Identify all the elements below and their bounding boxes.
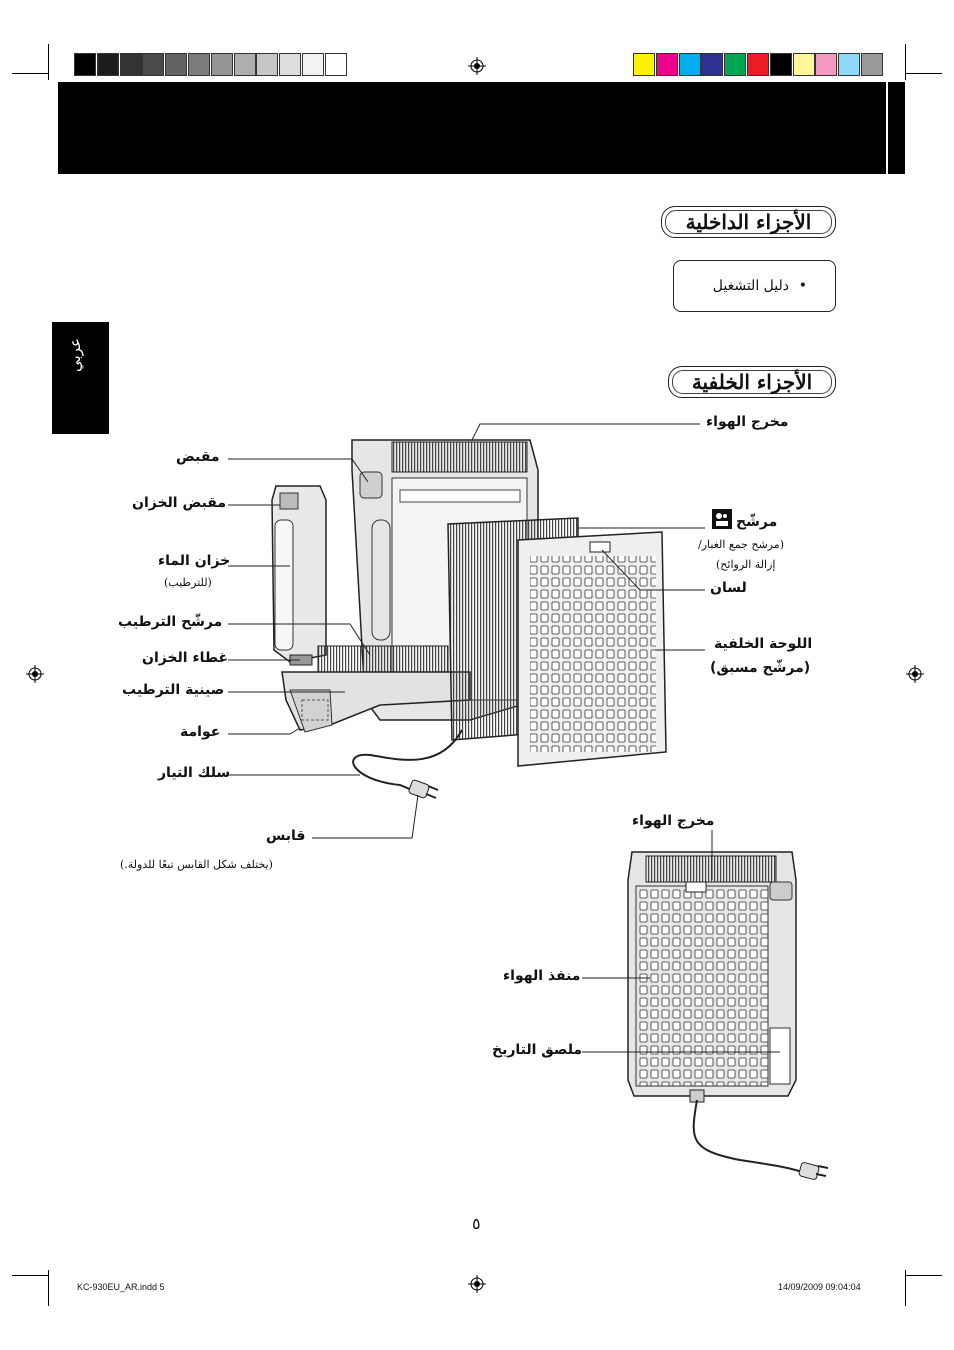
label-air-outlet-top: مخرج الهواء xyxy=(706,414,789,430)
gray-swatch xyxy=(188,53,210,76)
crop-mark xyxy=(906,1275,942,1276)
label-air-outlet-rear: مخرج الهواء xyxy=(632,813,715,829)
rear-power-cord-drawing xyxy=(692,1099,803,1173)
crop-mark xyxy=(906,73,942,74)
crop-mark xyxy=(48,44,49,80)
rear-plug-drawing xyxy=(798,1162,829,1180)
power-cord-drawing xyxy=(352,729,463,791)
label-date-label: ملصق التاريخ xyxy=(492,1042,583,1058)
section-title-rear-text: الأجزاء الخلفية xyxy=(691,370,813,394)
label-power-cord: سلك التيار xyxy=(158,765,231,781)
leader-lines xyxy=(228,423,780,1053)
label-filter-note-2: إزالة الروائح) xyxy=(716,558,776,571)
header-band xyxy=(58,82,886,174)
color-swatch xyxy=(724,53,747,76)
gray-swatch xyxy=(74,53,96,76)
color-swatch xyxy=(792,53,815,76)
registration-mark-icon xyxy=(468,57,486,75)
color-swatch xyxy=(838,53,861,76)
gray-swatch xyxy=(96,53,119,76)
gray-swatch xyxy=(302,53,324,76)
back-panel-drawing xyxy=(517,531,667,767)
label-water-tank-note: (للترطيب) xyxy=(164,576,212,589)
color-swatch xyxy=(678,53,701,76)
filter-symbol-icon xyxy=(712,509,732,529)
crop-mark xyxy=(905,1270,906,1306)
label-filter: مرشّح xyxy=(736,514,778,530)
label-tab: لسان xyxy=(710,580,747,596)
gray-swatch xyxy=(165,53,188,76)
page-number: ٥ xyxy=(472,1214,481,1233)
label-tank-cap: غطاء الخزان xyxy=(142,650,229,666)
list-item-manual: دليل التشغيل xyxy=(712,278,789,294)
list-bullet: • xyxy=(798,278,807,294)
gray-swatch xyxy=(142,53,165,76)
label-back-panel-note: (مرشّح مسبق) xyxy=(710,660,811,676)
humidifying-filter-drawing xyxy=(317,645,449,673)
registration-mark-icon xyxy=(26,665,44,683)
gray-swatch xyxy=(119,53,142,76)
color-swatch xyxy=(861,53,883,76)
label-water-tank: خزان الماء xyxy=(158,553,231,569)
label-tank-handle: مقبض الخزان xyxy=(132,495,227,511)
label-float: عوامة xyxy=(180,724,221,740)
color-swatch xyxy=(633,53,655,76)
plug-drawing xyxy=(408,779,439,799)
crop-mark xyxy=(12,73,48,74)
label-plug-note: (يختلف شكل القابس تبعًا للدولة.) xyxy=(120,858,273,871)
gray-swatch xyxy=(256,53,279,76)
language-tab: عربي xyxy=(52,322,109,434)
color-swatch xyxy=(701,53,724,76)
color-swatch xyxy=(655,53,678,76)
gray-swatch xyxy=(233,53,256,76)
crop-mark xyxy=(48,1270,49,1306)
label-humidifying-tray: صينية الترطيب xyxy=(122,682,225,698)
humidifying-tray xyxy=(281,671,471,733)
label-humidifying-filter: مرشّح الترطيب xyxy=(118,614,223,630)
registration-mark-icon xyxy=(906,665,924,683)
color-swatch xyxy=(747,53,769,76)
section-title-internal-text: الأجزاء الداخلية xyxy=(685,210,812,234)
label-plug: قابس xyxy=(266,828,306,844)
footer-timestamp: 14/09/2009 09:04:04 xyxy=(778,1282,861,1292)
gray-swatch xyxy=(279,53,302,76)
label-handle: مقبض xyxy=(176,449,220,465)
crop-mark xyxy=(12,1275,48,1276)
internal-list-box: • دليل التشغيل xyxy=(673,260,836,312)
footer-file: KC-930EU_AR.indd 5 xyxy=(77,1282,165,1292)
section-title-rear: الأجزاء الخلفية xyxy=(668,366,836,398)
header-band-edge xyxy=(888,82,905,174)
gray-swatch xyxy=(324,53,347,76)
water-tank xyxy=(271,485,327,666)
label-filter-note-1: (مرشح جمع الغبار/ xyxy=(698,538,784,551)
crop-mark xyxy=(905,44,906,80)
label-back-panel: اللوحة الخلفية xyxy=(714,636,813,652)
registration-mark-icon xyxy=(468,1275,486,1293)
color-swatch xyxy=(815,53,838,76)
gray-swatch xyxy=(210,53,233,76)
color-swatch xyxy=(769,53,792,76)
section-title-internal: الأجزاء الداخلية xyxy=(661,206,836,238)
label-air-inlet: منفذ الهواء xyxy=(503,968,581,984)
rear-view-unit xyxy=(627,851,797,1103)
